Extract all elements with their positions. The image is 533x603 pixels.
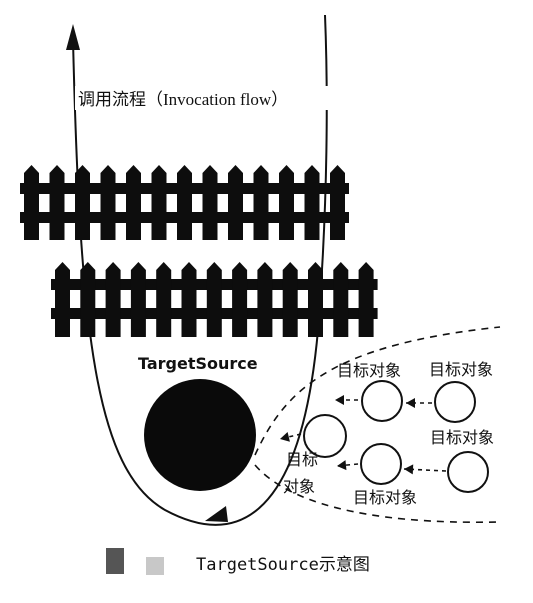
- arrowhead: [280, 432, 290, 442]
- fence-picket: [177, 165, 192, 240]
- fence-picket: [202, 165, 218, 240]
- fence-picket: [105, 262, 121, 337]
- fence-picket: [232, 262, 248, 337]
- fence-picket: [206, 262, 222, 337]
- arrowhead: [404, 464, 414, 475]
- fence-picket: [308, 262, 323, 337]
- target-object-circle-row1-left: [361, 380, 403, 422]
- fence-picket: [156, 262, 172, 337]
- fence-picket: [304, 165, 320, 240]
- object-flow-arrows: [279, 395, 447, 475]
- arrowhead: [406, 398, 415, 408]
- flow-arrowhead-bottom: [205, 506, 228, 522]
- fence-picket: [126, 165, 141, 240]
- fence-picket: [253, 165, 269, 240]
- target-source-label: TargetSource: [138, 354, 258, 373]
- fence-picket: [100, 165, 116, 240]
- flow-label-bg: [75, 86, 330, 110]
- fence-picket: [279, 165, 294, 240]
- fence-picket: [55, 262, 70, 337]
- figure-caption: TargetSource示意图: [196, 555, 370, 575]
- fence-lower: [51, 262, 378, 337]
- fence-upper: [20, 165, 349, 240]
- fence-picket: [228, 165, 243, 240]
- arrowhead: [335, 395, 344, 405]
- fence-picket: [24, 165, 39, 240]
- arrowhead: [337, 460, 347, 471]
- target-object-label-3: 目标对象: [430, 429, 494, 447]
- fence-picket: [75, 165, 90, 240]
- fence-picket: [80, 262, 96, 337]
- object-pool-boundary-top: [254, 326, 501, 456]
- invocation-flow-curve: [72, 14, 328, 526]
- target-object-inline-label-line1: 目标: [286, 451, 318, 469]
- object-pool-boundary-bottom: [254, 464, 501, 524]
- caption-marker-dark: [106, 548, 124, 574]
- fence-picket: [358, 262, 374, 337]
- target-object-circle-row2-right: [447, 451, 489, 493]
- fence-picket: [151, 165, 167, 240]
- fence-picket: [330, 165, 345, 240]
- target-object-label-4: 目标对象: [353, 489, 417, 507]
- flow-arrowhead-top: [66, 24, 80, 50]
- target-object-circle-row1-right: [434, 381, 476, 423]
- caption-marker-light: [146, 557, 164, 575]
- fence-picket: [282, 262, 298, 337]
- target-object-circle-middle: [303, 414, 347, 458]
- target-object-label-2: 目标对象: [429, 361, 493, 379]
- fence-picket: [257, 262, 273, 337]
- fence-picket: [333, 262, 349, 337]
- fence-picket: [49, 165, 65, 240]
- target-source-circle: [144, 379, 256, 491]
- target-object-inline-label-line2: 对象: [283, 478, 315, 496]
- target-object-circle-row2-left: [360, 443, 402, 485]
- target-object-label-1: 目标对象: [337, 362, 401, 380]
- fence-picket: [130, 262, 146, 337]
- fence-picket: [181, 262, 197, 337]
- flow-label: 调用流程（Invocation flow）: [78, 90, 288, 109]
